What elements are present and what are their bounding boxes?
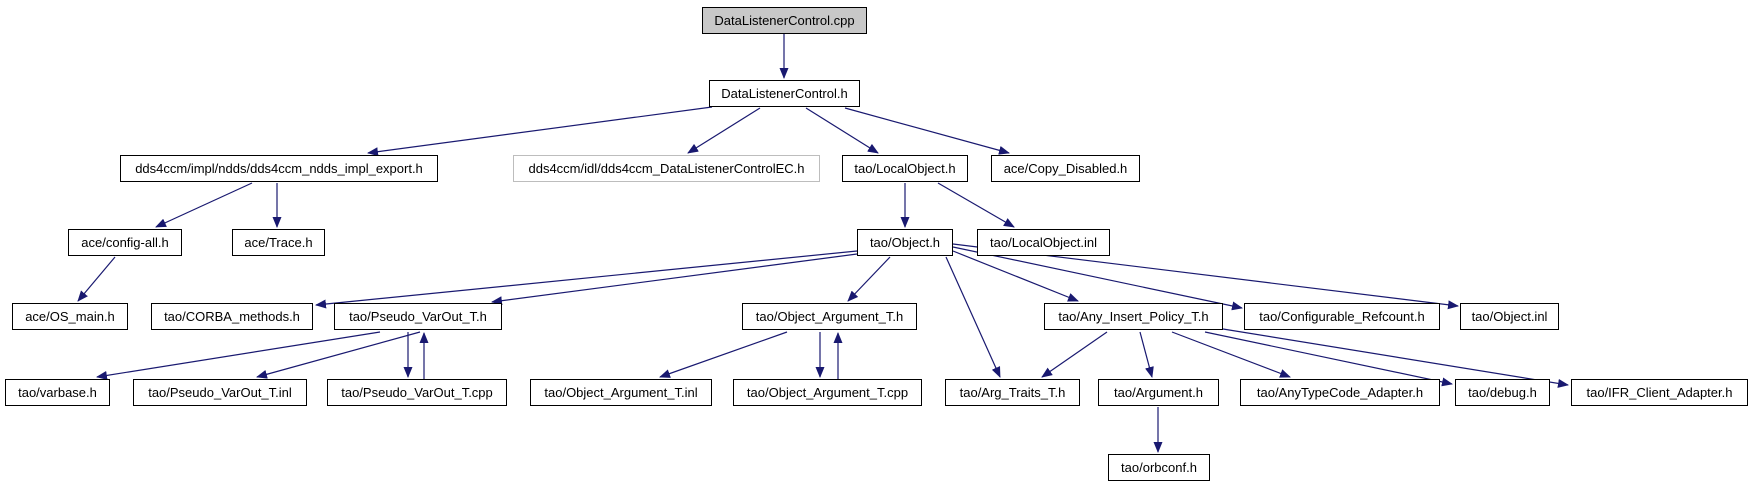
graph-node-label: ace/config-all.h xyxy=(81,235,169,250)
edge-any-insert-policy-t-h-to-argument-h xyxy=(1139,331,1154,378)
graph-node-label: DataListenerControl.cpp xyxy=(714,13,855,28)
graph-node-debug-h[interactable]: tao/debug.h xyxy=(1455,379,1550,406)
edge-object-h-to-object-argument-t-h xyxy=(847,256,891,302)
edge-object-h-to-corba-methods-h xyxy=(315,250,858,309)
graph-node-datalistenercontrol-cpp: DataListenerControl.cpp xyxy=(702,7,867,34)
edge-config-all-h-to-os-main-h xyxy=(77,256,116,302)
graph-node-datalistenercontrol-h[interactable]: DataListenerControl.h xyxy=(709,80,860,107)
graph-node-label: tao/debug.h xyxy=(1468,385,1537,400)
graph-node-label: tao/Pseudo_VarOut_T.cpp xyxy=(341,385,493,400)
graph-node-os-main-h[interactable]: ace/OS_main.h xyxy=(12,303,128,330)
edge-any-insert-policy-t-h-to-debug-h xyxy=(1204,331,1453,387)
graph-node-object-inl[interactable]: tao/Object.inl xyxy=(1460,303,1559,330)
graph-node-label: tao/Object_Argument_T.h xyxy=(755,309,904,324)
graph-node-pseudo-varout-t-cpp[interactable]: tao/Pseudo_VarOut_T.cpp xyxy=(327,379,507,406)
graph-node-label: tao/Argument.h xyxy=(1114,385,1203,400)
graph-node-ifr-client-adapter-h[interactable]: tao/IFR_Client_Adapter.h xyxy=(1571,379,1748,406)
graph-node-label: tao/Pseudo_VarOut_T.inl xyxy=(148,385,292,400)
graph-node-configurable-refcount-h[interactable]: tao/Configurable_Refcount.h xyxy=(1244,303,1440,330)
edge-ndds-impl-export-h-to-config-all-h xyxy=(155,182,253,228)
edge-object-h-to-configurable-refcount-h xyxy=(952,246,1243,311)
graph-node-label: tao/AnyTypeCode_Adapter.h xyxy=(1256,385,1424,400)
graph-node-copy-disabled-h[interactable]: ace/Copy_Disabled.h xyxy=(991,155,1140,182)
graph-node-label: tao/orbconf.h xyxy=(1121,460,1197,475)
graph-node-object-h[interactable]: tao/Object.h xyxy=(857,229,953,256)
graph-node-argument-h[interactable]: tao/Argument.h xyxy=(1098,379,1219,406)
edge-datalistenercontrol-h-to-datalistenercontrolec-h xyxy=(687,107,761,154)
graph-node-config-all-h[interactable]: ace/config-all.h xyxy=(68,229,182,256)
graph-node-trace-h[interactable]: ace/Trace.h xyxy=(232,229,325,256)
graph-node-label: ace/Copy_Disabled.h xyxy=(1003,161,1128,176)
graph-node-object-argument-t-inl[interactable]: tao/Object_Argument_T.inl xyxy=(530,379,712,406)
edge-any-insert-policy-t-h-to-ifr-client-adapter-h xyxy=(1222,328,1569,388)
graph-node-label: tao/Object.inl xyxy=(1471,309,1548,324)
graph-node-label: dds4ccm/idl/dds4ccm_DataListenerControlE… xyxy=(528,161,805,176)
graph-node-label: tao/Arg_Traits_T.h xyxy=(959,385,1066,400)
graph-node-label: ace/OS_main.h xyxy=(25,309,115,324)
graph-node-orbconf-h[interactable]: tao/orbconf.h xyxy=(1108,454,1210,481)
graph-node-label: tao/Any_Insert_Policy_T.h xyxy=(1058,309,1209,324)
graph-node-arg-traits-t-h[interactable]: tao/Arg_Traits_T.h xyxy=(945,379,1080,406)
edge-object-h-to-any-insert-policy-t-h xyxy=(952,250,1079,302)
edge-any-insert-policy-t-h-to-anytypecode-adapter-h xyxy=(1171,331,1291,378)
graph-node-label: dds4ccm/impl/ndds/dds4ccm_ndds_impl_expo… xyxy=(135,161,423,176)
graph-node-label: tao/Object.h xyxy=(869,235,941,250)
graph-node-label: tao/LocalObject.h xyxy=(854,161,956,176)
graph-node-corba-methods-h[interactable]: tao/CORBA_methods.h xyxy=(151,303,313,330)
edge-object-h-to-pseudo-varout-t-h xyxy=(491,253,858,306)
graph-node-label: tao/Configurable_Refcount.h xyxy=(1259,309,1425,324)
graph-node-label: DataListenerControl.h xyxy=(721,86,848,101)
graph-node-object-argument-t-h[interactable]: tao/Object_Argument_T.h xyxy=(742,303,917,330)
graph-node-pseudo-varout-t-h[interactable]: tao/Pseudo_VarOut_T.h xyxy=(334,303,502,330)
graph-node-label: tao/varbase.h xyxy=(18,385,97,400)
graph-node-label: tao/CORBA_methods.h xyxy=(164,309,300,324)
edge-localobject-h-to-localobject-inl xyxy=(937,182,1015,228)
graph-node-localobject-inl[interactable]: tao/LocalObject.inl xyxy=(977,229,1110,256)
graph-node-anytypecode-adapter-h[interactable]: tao/AnyTypeCode_Adapter.h xyxy=(1240,379,1440,406)
edge-pseudo-varout-t-h-to-varbase-h xyxy=(96,331,381,380)
edge-object-h-to-arg-traits-t-h xyxy=(945,256,1001,378)
graph-node-localobject-h[interactable]: tao/LocalObject.h xyxy=(842,155,968,182)
graph-node-pseudo-varout-t-inl[interactable]: tao/Pseudo_VarOut_T.inl xyxy=(133,379,307,406)
graph-node-label: tao/IFR_Client_Adapter.h xyxy=(1586,385,1733,400)
graph-node-label: ace/Trace.h xyxy=(244,235,313,250)
edge-datalistenercontrol-h-to-copy-disabled-h xyxy=(844,107,1010,155)
edge-object-argument-t-h-to-object-argument-t-inl xyxy=(659,331,788,378)
graph-node-datalistenercontrolec-h: dds4ccm/idl/dds4ccm_DataListenerControlE… xyxy=(513,155,820,182)
graph-node-varbase-h[interactable]: tao/varbase.h xyxy=(5,379,110,406)
graph-node-label: tao/Pseudo_VarOut_T.h xyxy=(349,309,487,324)
graph-node-label: tao/Object_Argument_T.cpp xyxy=(746,385,909,400)
graph-node-object-argument-t-cpp[interactable]: tao/Object_Argument_T.cpp xyxy=(733,379,922,406)
graph-node-ndds-impl-export-h[interactable]: dds4ccm/impl/ndds/dds4ccm_ndds_impl_expo… xyxy=(120,155,438,182)
edge-datalistenercontrol-h-to-localobject-h xyxy=(805,107,879,154)
graph-node-any-insert-policy-t-h[interactable]: tao/Any_Insert_Policy_T.h xyxy=(1044,303,1223,330)
edge-datalistenercontrol-h-to-ndds-impl-export-h xyxy=(367,106,713,157)
edge-pseudo-varout-t-h-to-pseudo-varout-t-inl xyxy=(256,331,421,379)
edge-any-insert-policy-t-h-to-arg-traits-t-h xyxy=(1041,331,1108,378)
graph-node-label: tao/LocalObject.inl xyxy=(990,235,1097,250)
graph-node-label: tao/Object_Argument_T.inl xyxy=(544,385,698,400)
